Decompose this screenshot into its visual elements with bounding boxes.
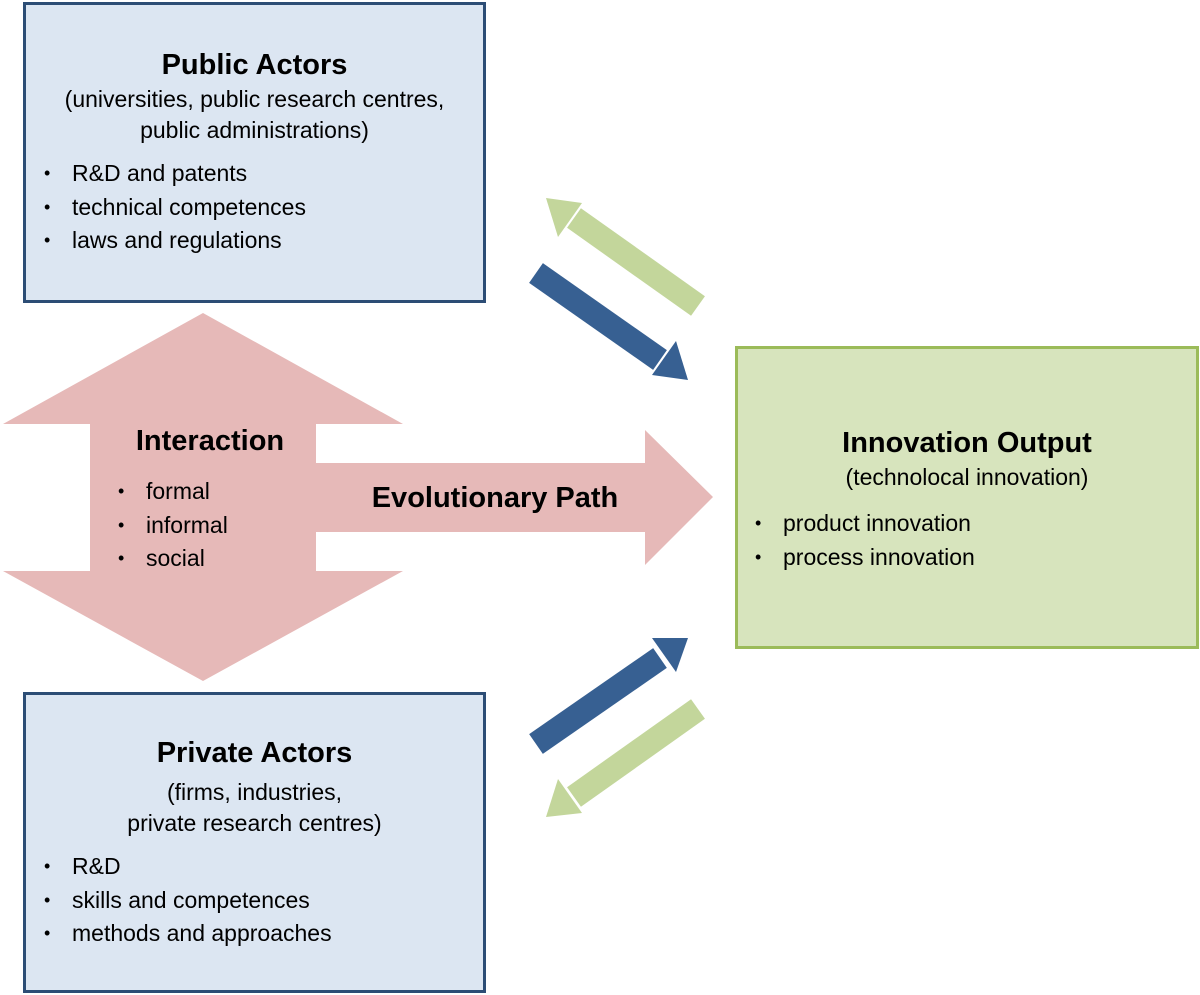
output-to-private-arrow (546, 699, 705, 817)
public-actors-title: Public Actors (161, 49, 348, 81)
list-item: skills and competences (26, 884, 483, 918)
public-to-output-arrow (529, 263, 688, 380)
list-item: formal (100, 475, 228, 509)
list-item: informal (100, 509, 228, 543)
list-item: R&D (26, 850, 483, 884)
public-actors-box: Public Actors (universities, public rese… (23, 2, 486, 303)
innovation-output-list: product innovation process innovation (737, 507, 1196, 574)
public-actors-subtitle-line1: (universities, public research centres, (64, 86, 445, 112)
innovation-output-subtitle: (technolocal innovation) (845, 464, 1089, 490)
list-item: product innovation (737, 507, 1196, 541)
innovation-output-box: Innovation Output (technolocal innovatio… (735, 346, 1199, 649)
list-item: social (100, 542, 228, 576)
interaction-list: formal informal social (100, 475, 228, 576)
output-to-public-arrow (546, 198, 705, 316)
interaction-title: Interaction (135, 425, 285, 457)
innovation-output-title: Innovation Output (842, 427, 1092, 459)
private-actors-box: Private Actors (firms, industries, priva… (23, 692, 486, 993)
public-actors-subtitle-line2: public administrations) (140, 117, 369, 143)
list-item: R&D and patents (26, 157, 483, 191)
list-item: laws and regulations (26, 224, 483, 258)
public-actors-list: R&D and patents technical competences la… (26, 157, 483, 258)
private-actors-subtitle-line1: (firms, industries, (166, 779, 343, 805)
private-actors-list: R&D skills and competences methods and a… (26, 850, 483, 951)
list-item: technical competences (26, 191, 483, 225)
private-actors-title: Private Actors (156, 737, 353, 769)
list-item: methods and approaches (26, 917, 483, 951)
evolutionary-path-label: Evolutionary Path (371, 482, 619, 514)
private-to-output-arrow (529, 638, 688, 754)
list-item: process innovation (737, 541, 1196, 575)
interaction-double-arrow (3, 313, 713, 681)
private-actors-subtitle-line2: private research centres) (127, 810, 382, 836)
